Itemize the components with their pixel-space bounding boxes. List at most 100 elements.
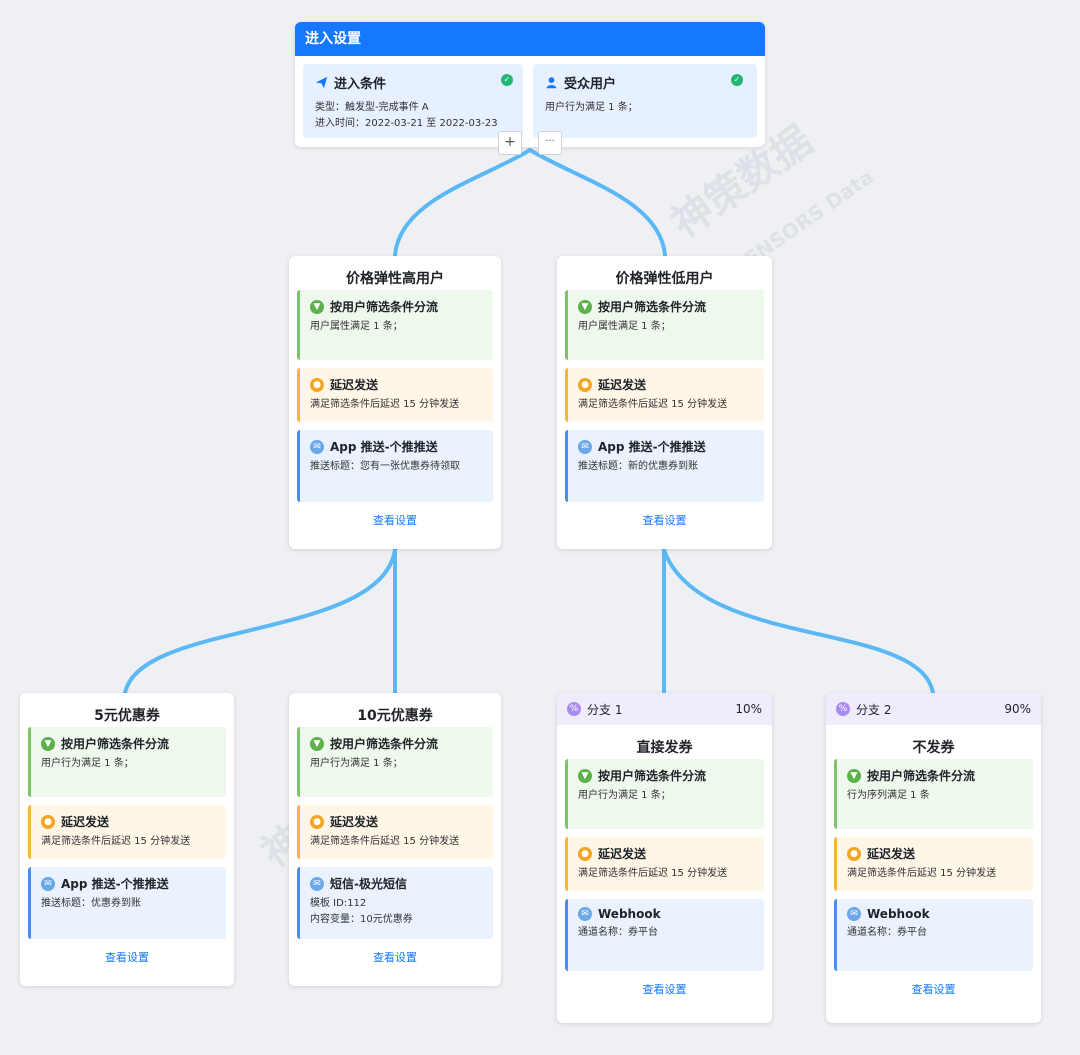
add-node-button[interactable]: + bbox=[498, 131, 522, 155]
step-filter[interactable]: ▼按用户筛选条件分流用户属性满足 1 条； bbox=[565, 290, 764, 360]
step-title-row: ●延迟发送 bbox=[578, 845, 754, 862]
view-settings-link[interactable]: 查看设置 bbox=[373, 951, 417, 964]
filter-icon: ▼ bbox=[310, 299, 324, 314]
step-title-row: ✉ 短信-极光短信 bbox=[310, 875, 483, 892]
filter-icon: ▼ bbox=[41, 736, 55, 751]
step-filter[interactable]: ▼ 按用户筛选条件分流用户行为满足 1 条； bbox=[28, 727, 226, 797]
step-title: 按用户筛选条件分流 bbox=[867, 769, 976, 783]
step-filter[interactable]: ▼按用户筛选条件分流用户行为满足 1 条； bbox=[297, 727, 493, 797]
step-title-row: ● 延迟发送 bbox=[41, 813, 216, 830]
step-title: 按用户筛选条件分流 bbox=[330, 737, 439, 751]
step-description: 满足筛选条件后延迟 15 分钟发送 bbox=[41, 836, 191, 847]
node-title: 直接发券 bbox=[636, 740, 693, 756]
view-settings-link[interactable]: 查看设置 bbox=[373, 514, 417, 527]
step-delay[interactable]: ● 延迟发送满足筛选条件后延迟 15 分钟发送 bbox=[565, 368, 764, 422]
step-title-row: ▼按用户筛选条件分流 bbox=[578, 767, 754, 784]
step-filter[interactable]: ▼按用户筛选条件分流用户属性满足 1 条； bbox=[297, 290, 493, 360]
clock-icon: ● bbox=[578, 377, 592, 392]
step-title: 延迟发送 bbox=[867, 847, 916, 861]
step-filter[interactable]: ▼按用户筛选条件分流行为序列满足 1 条 bbox=[834, 759, 1033, 829]
step-title-row: ● 延迟发送 bbox=[578, 376, 754, 393]
clock-icon: ● bbox=[41, 814, 55, 829]
entry-audience-title: 受众用户 bbox=[564, 77, 617, 92]
message-icon: ✉ bbox=[310, 876, 324, 891]
step-description: 用户行为满足 1 条； bbox=[41, 758, 134, 769]
step-title-row: ✉ Webhook bbox=[847, 907, 1023, 921]
step-title-row: ●延迟发送 bbox=[310, 813, 483, 830]
entry-condition-box[interactable]: 进入条件 ✓ 类型：触发型-完成事件 A 进入时间：2022-03-21 至 2… bbox=[303, 64, 523, 138]
step-title: App 推送-个推推送 bbox=[598, 440, 706, 454]
step-title-row: ✉App 推送-个推推送 bbox=[41, 875, 216, 892]
step-delay[interactable]: ●延迟发送满足筛选条件后延迟 15 分钟发送 bbox=[834, 837, 1033, 891]
step-description: 满足筛选条件后延迟 15 分钟发送 bbox=[578, 868, 728, 879]
view-settings-link[interactable]: 查看设置 bbox=[105, 951, 149, 964]
step-push[interactable]: ✉App 推送-个推推送推送标题：您有一张优惠券待领取 bbox=[297, 430, 493, 502]
node-card[interactable]: 10元优惠券▼按用户筛选条件分流用户行为满足 1 条；●延迟发送满足筛选条件后延… bbox=[289, 693, 501, 986]
node-title: 5元优惠券 bbox=[94, 708, 160, 724]
message-icon: ✉ bbox=[578, 439, 592, 454]
step-delay[interactable]: ● 延迟发送满足筛选条件后延迟 15 分钟发送 bbox=[297, 368, 493, 422]
filter-icon: ▼ bbox=[578, 299, 592, 314]
step-title-row: ▼ 按用户筛选条件分流 bbox=[310, 298, 483, 315]
branch-percentage: 10% bbox=[735, 702, 762, 716]
step-push[interactable]: ✉ App 推送-个推推送推送标题：新的优惠券到账 bbox=[565, 430, 764, 502]
node-card[interactable]: 价格弹性低用户▼按用户筛选条件分流用户属性满足 1 条；●延迟发送满足筛选条件后… bbox=[557, 256, 772, 549]
step-title: 按用户筛选条件分流 bbox=[598, 769, 707, 783]
node-card[interactable]: 5元优惠券 ▼ 按用户筛选条件分流用户行为满足 1 条； ● 延迟发送满足筛选条件后延迟… bbox=[20, 693, 234, 986]
step-title: 延迟发送 bbox=[598, 847, 647, 861]
view-settings-link[interactable]: 查看设置 bbox=[911, 983, 956, 996]
step-title-row: ✉ App 推送-个推推送 bbox=[310, 438, 483, 455]
step-title: 延迟发送 bbox=[598, 378, 647, 392]
step-description: 用户行为满足 1 条； bbox=[578, 790, 671, 801]
step-description: 满足筛选条件后延迟 15 分钟发送 bbox=[578, 399, 728, 410]
message-icon: ✉ bbox=[847, 907, 861, 921]
check-circle-icon: ✓ bbox=[731, 74, 743, 86]
entry-condition-title: 进入条件 bbox=[334, 77, 387, 92]
step-title: App 推送-个推推送 bbox=[330, 440, 438, 454]
view-settings-link[interactable]: 查看设置 bbox=[642, 514, 687, 527]
message-icon: ✉ bbox=[578, 907, 592, 921]
check-circle-icon: ✓ bbox=[501, 74, 513, 86]
connector-entry-to-node-low bbox=[528, 148, 667, 257]
message-icon: ✉ bbox=[310, 439, 324, 454]
step-delay[interactable]: ● 延迟发送满足筛选条件后延迟 15 分钟发送 bbox=[28, 805, 226, 859]
step-push[interactable]: ✉App 推送-个推推送推送标题：优惠券到账 bbox=[28, 867, 226, 939]
step-title: 按用户筛选条件分流 bbox=[61, 737, 170, 751]
branch-percentage: 90% bbox=[1004, 702, 1031, 716]
clock-icon: ● bbox=[310, 814, 324, 829]
step-title: Webhook bbox=[867, 907, 930, 921]
step-title: 按用户筛选条件分流 bbox=[330, 300, 439, 314]
connector-entry-to-node-high bbox=[393, 148, 532, 257]
node-title: 价格弹性高用户 bbox=[346, 271, 444, 287]
step-description: 通道名称：券平台 bbox=[578, 927, 658, 938]
filter-icon: ▼ bbox=[310, 736, 324, 751]
entry-condition-title-row: 进入条件 bbox=[315, 73, 386, 92]
step-filter[interactable]: ▼按用户筛选条件分流用户行为满足 1 条； bbox=[565, 759, 764, 829]
step-delay[interactable]: ●延迟发送满足筛选条件后延迟 15 分钟发送 bbox=[565, 837, 764, 891]
step-description: 通道名称：券平台 bbox=[847, 927, 927, 938]
step-description: 满足筛选条件后延迟 15 分钟发送 bbox=[310, 399, 460, 410]
view-settings-link[interactable]: 查看设置 bbox=[642, 983, 687, 996]
entry-audience-line: 用户行为满足 1 条； bbox=[545, 102, 638, 113]
branch-label: 分支 1 bbox=[587, 702, 623, 717]
entry-audience-title-row: 受众用户 bbox=[545, 73, 616, 92]
step-title: 短信-极光短信 bbox=[330, 877, 407, 891]
step-title: 延迟发送 bbox=[61, 815, 110, 829]
step-delay[interactable]: ●延迟发送满足筛选条件后延迟 15 分钟发送 bbox=[297, 805, 493, 859]
step-description: 推送标题：新的优惠券到账 bbox=[578, 461, 698, 472]
entry-audience-box[interactable]: 受众用户 ✓ 用户行为满足 1 条； bbox=[533, 64, 757, 138]
step-push[interactable]: ✉ Webhook 通道名称：券平台 bbox=[834, 899, 1033, 971]
step-title: 延迟发送 bbox=[330, 378, 379, 392]
branch-label: 分支 2 bbox=[856, 702, 892, 717]
step-title-row: ▼按用户筛选条件分流 bbox=[578, 298, 754, 315]
more-options-button[interactable]: ··· bbox=[538, 131, 562, 155]
clock-icon: ● bbox=[310, 377, 324, 392]
step-description: 内容变量：10元优惠券 bbox=[310, 914, 413, 925]
node-card[interactable]: 价格弹性高用户▼按用户筛选条件分流用户属性满足 1 条；●延迟发送满足筛选条件后… bbox=[289, 256, 501, 549]
